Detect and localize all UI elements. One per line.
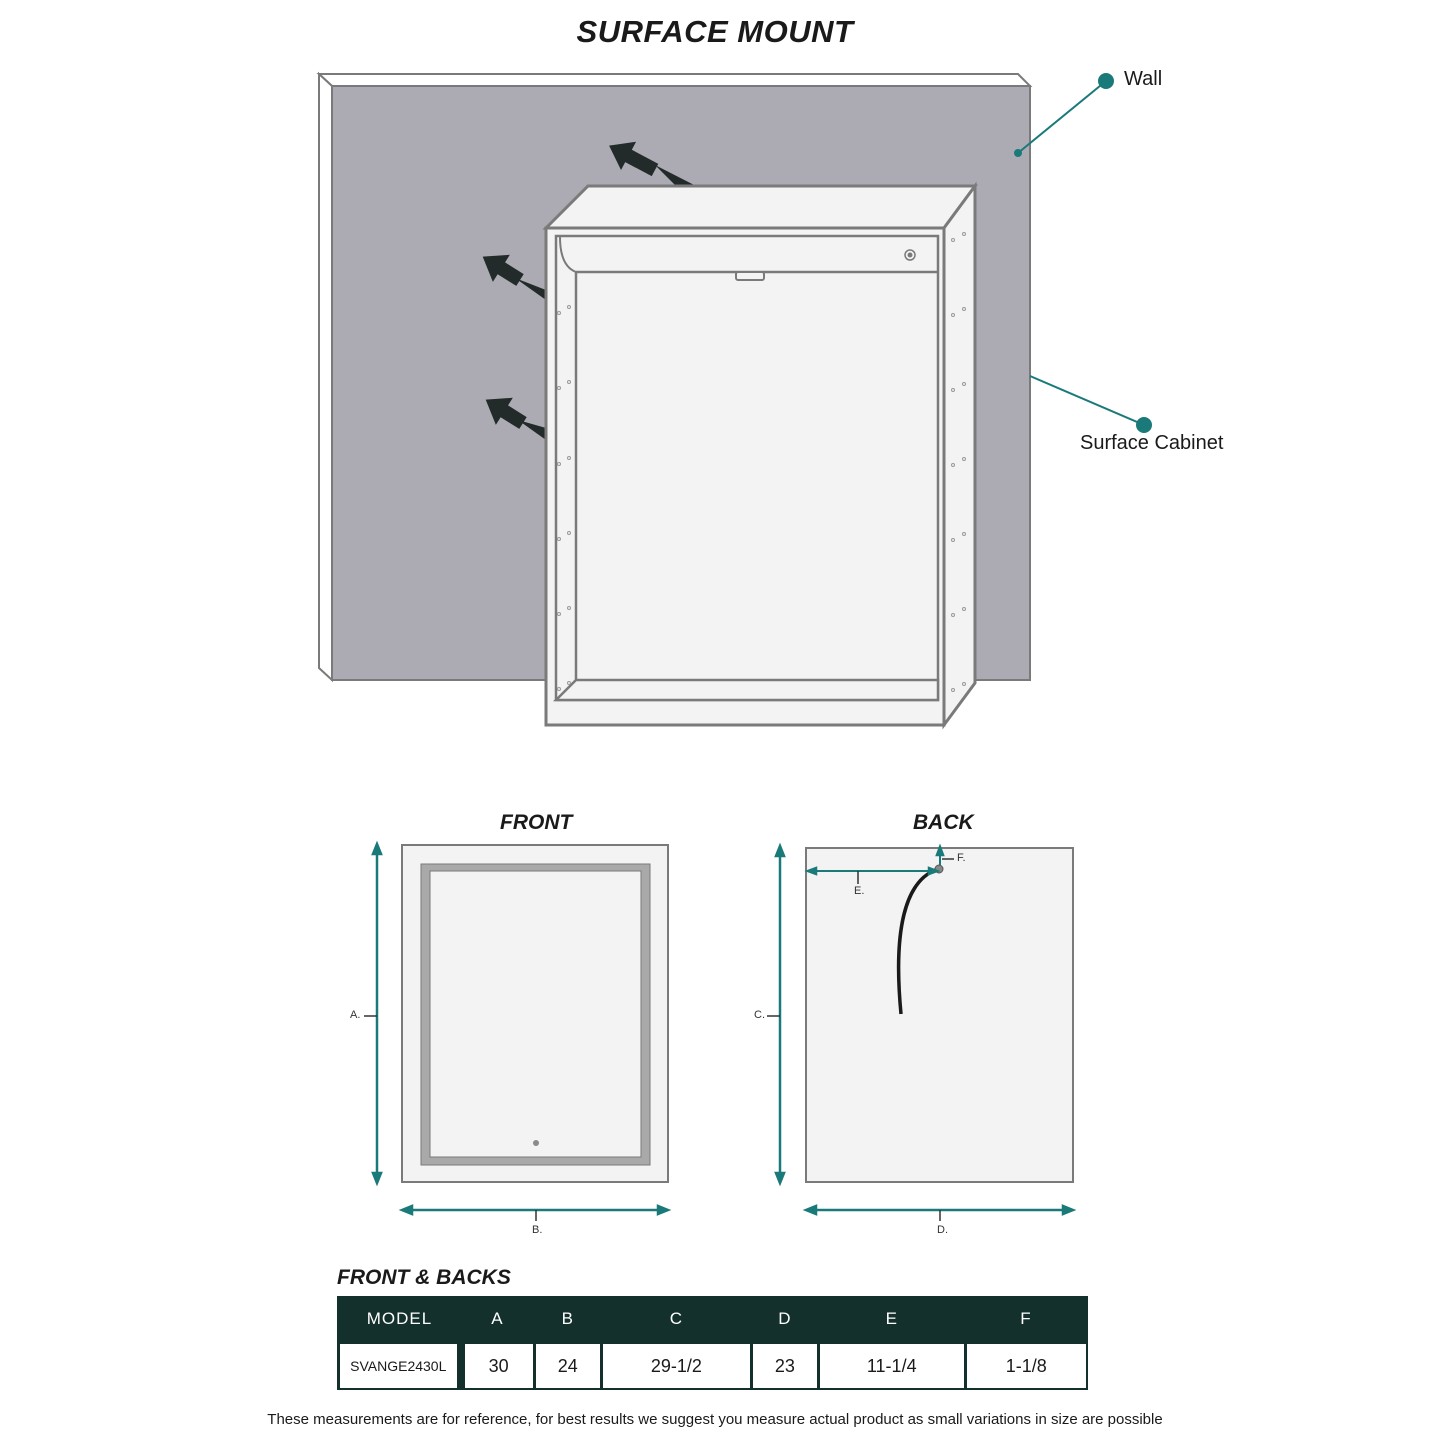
table-header-row: MODEL A B C D E F [339, 1296, 1088, 1343]
dim-label-a: A. [350, 1009, 361, 1021]
table-title: FRONT & BACKS [337, 1266, 511, 1289]
cell-d: 23 [749, 1342, 820, 1390]
wall-label: Wall [1124, 68, 1163, 90]
header-b: B [561, 1309, 574, 1328]
header-d: D [778, 1309, 792, 1328]
cell-c: 29-1/2 [599, 1342, 753, 1390]
surface-cabinet [542, 181, 978, 730]
back-view-drawing [805, 847, 1074, 1183]
arrow-icon [485, 397, 527, 429]
header-e: E [885, 1309, 898, 1328]
dim-label-b: B. [532, 1224, 543, 1236]
front-dimension-ticks [364, 1015, 537, 1221]
header-a: A [491, 1309, 504, 1328]
header-f: F [1020, 1309, 1032, 1328]
dim-label-f: F. [957, 852, 966, 864]
disclaimer-text: These measurements are for reference, fo… [267, 1411, 1163, 1428]
dim-label-e: E. [854, 885, 865, 897]
cell-e: 11-1/4 [816, 1342, 966, 1390]
cell-f: 1-1/8 [963, 1342, 1088, 1390]
front-view-drawing [401, 844, 669, 1183]
arrow-icon [609, 141, 659, 177]
cell-model: SVANGE2430L [337, 1342, 465, 1390]
front-view-title: FRONT [500, 811, 573, 834]
callout-leaders [1014, 73, 1152, 433]
arrow-icon [482, 254, 524, 286]
back-view-title: BACK [913, 811, 974, 834]
cell-b: 24 [532, 1342, 603, 1390]
header-model: MODEL [366, 1309, 433, 1328]
dim-label-c: C. [754, 1009, 765, 1021]
cell-a: 30 [459, 1342, 536, 1390]
back-dimension-ticks [767, 858, 954, 1221]
cabinet-screw-holes [557, 232, 966, 692]
page-title: SURFACE MOUNT [576, 14, 854, 49]
table-row: SVANGE2430L 30 24 29-1/2 23 11-1/4 1-1/8 [337, 1342, 1088, 1390]
dim-label-d: D. [937, 1224, 948, 1236]
header-c: C [669, 1309, 683, 1328]
surface-cabinet-label: Surface Cabinet [1080, 432, 1224, 454]
dimensions-table: MODEL A B C D E F SVANGE2430L 30 24 29-1… [337, 1296, 1088, 1390]
